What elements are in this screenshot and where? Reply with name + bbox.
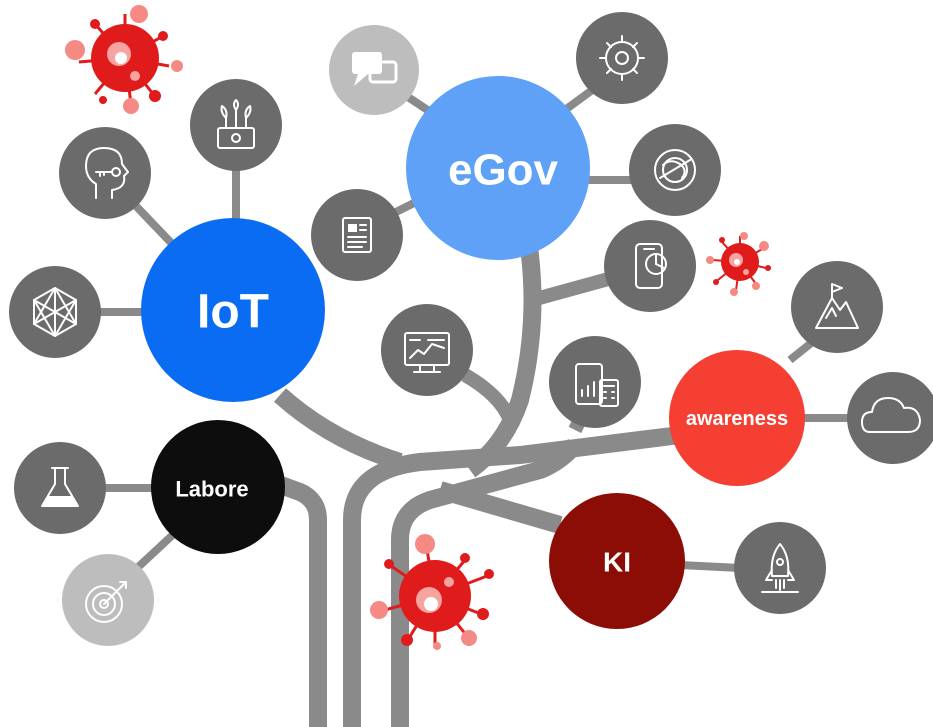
hub-awareness-circle — [669, 350, 805, 486]
node-brain-target — [629, 124, 721, 216]
node-head-key — [59, 127, 151, 219]
brain-target-icon — [654, 149, 696, 191]
virus-icon — [370, 534, 494, 650]
node-hexagon-network — [9, 266, 101, 358]
node-rocket — [734, 522, 826, 614]
node-gear — [576, 12, 668, 104]
hub-ki: KI — [549, 493, 685, 629]
hub-labore: Labore — [151, 420, 285, 554]
node-dashboard-chart — [381, 304, 473, 396]
node-news — [311, 189, 403, 281]
hub-labore-circle — [151, 420, 285, 554]
hub-iot: IoT — [141, 218, 325, 402]
head-key-icon — [85, 147, 129, 199]
node-mountain-flag — [791, 261, 883, 353]
dashboard-chart-icon — [404, 332, 450, 373]
rocket-icon — [761, 543, 799, 593]
virus-icon — [65, 5, 183, 114]
gear-icon — [599, 35, 645, 81]
hub-labore-label: Labore — [175, 477, 248, 502]
hub-iot-circle — [141, 218, 325, 402]
node-mobile-analytics — [604, 220, 696, 312]
target-arrow-icon — [85, 581, 127, 623]
mountain-flag-icon — [815, 283, 859, 329]
hub-egov-circle — [406, 76, 590, 260]
node-chat — [329, 25, 419, 115]
hub-ki-circle — [549, 493, 685, 629]
calculator-chart-icon — [575, 363, 619, 407]
node-target-arrow — [62, 554, 154, 646]
hub-awareness: awareness — [669, 350, 805, 486]
hub-egov: eGov — [406, 76, 590, 260]
node-calculator-chart — [549, 336, 641, 428]
news-icon — [342, 217, 372, 253]
cloud-icon — [861, 397, 921, 433]
hub-iot-label: IoT — [197, 286, 269, 339]
chat-icon — [352, 52, 398, 86]
virus-icon — [706, 232, 771, 296]
hub-awareness-label: awareness — [686, 408, 788, 430]
hexagon-network-icon — [33, 287, 77, 337]
hub-egov-label: eGov — [448, 146, 559, 195]
node-cloud — [847, 372, 933, 464]
node-flask — [14, 442, 106, 534]
flask-icon — [41, 467, 79, 507]
mobile-analytics-icon — [635, 243, 667, 289]
money-plant-icon — [217, 99, 255, 149]
node-money-plant — [190, 79, 282, 171]
hub-ki-label: KI — [603, 547, 631, 578]
